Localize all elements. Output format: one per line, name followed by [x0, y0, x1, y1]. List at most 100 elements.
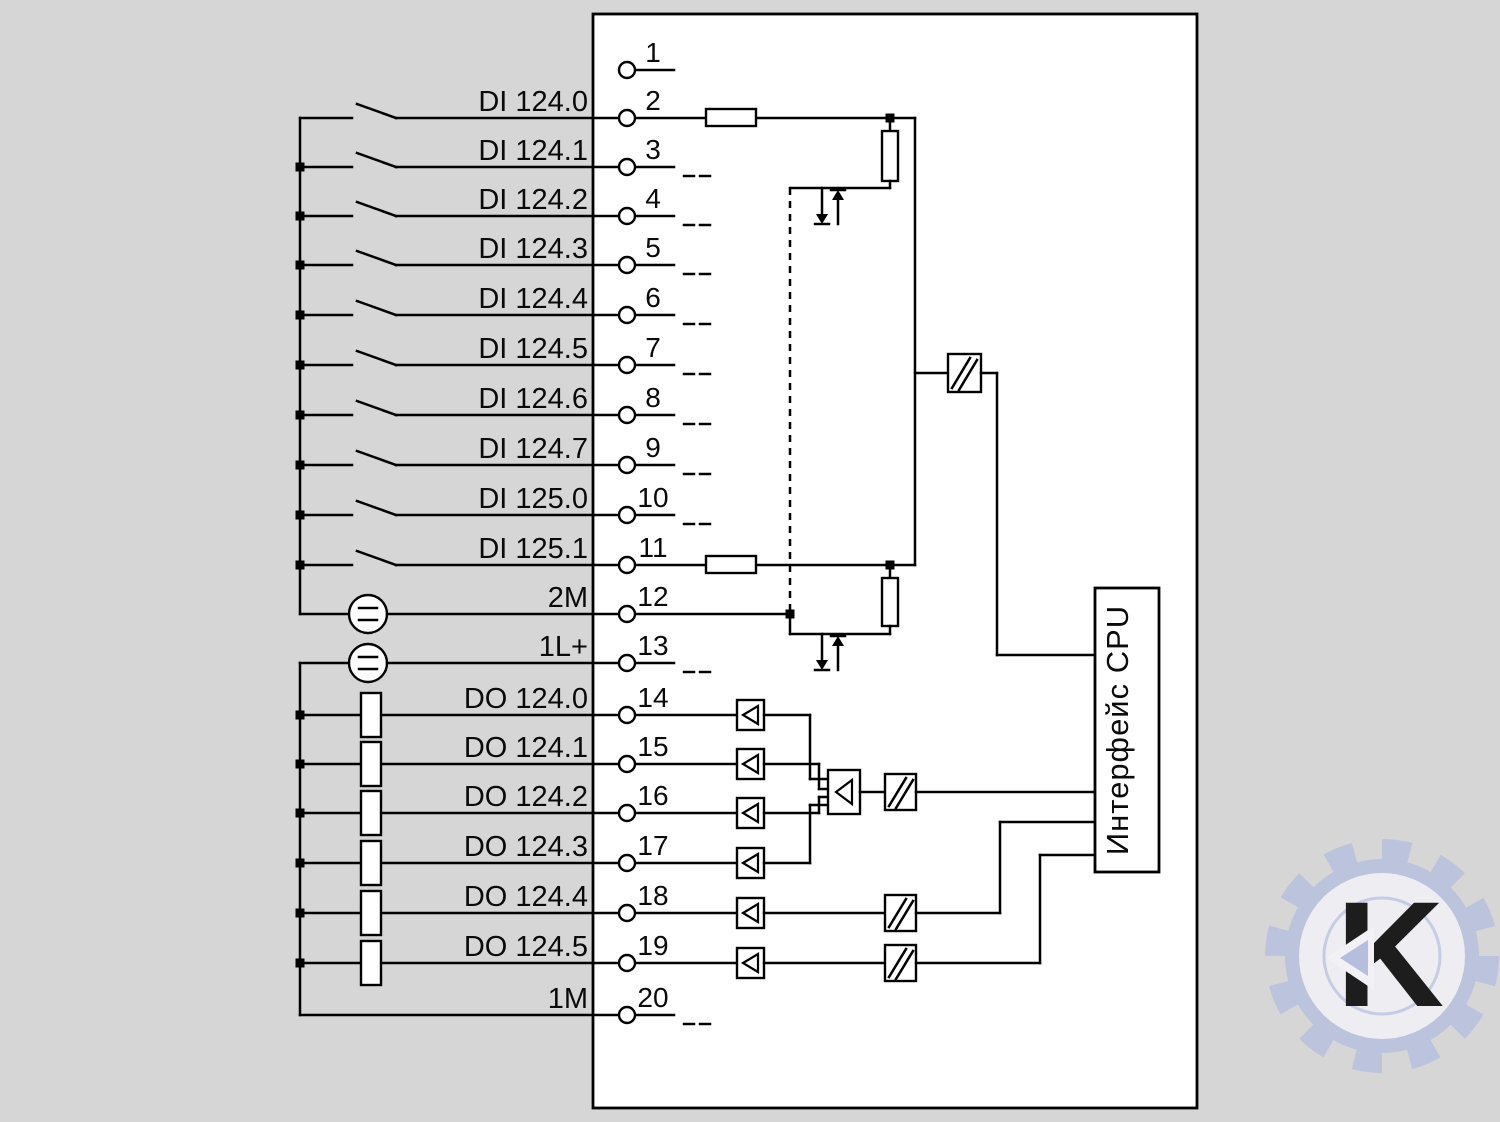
terminal-circle: [617, 255, 637, 275]
pin-label: DI 124.0: [478, 86, 588, 118]
pin-label: DO 124.5: [464, 931, 588, 963]
load-icon: [359, 939, 383, 987]
terminal-circle: [617, 604, 637, 624]
watermark-arrowhead-icon: [1340, 940, 1368, 976]
terminal-row-6: 6 DI 124.4: [298, 282, 712, 326]
terminal-number: 8: [645, 382, 661, 413]
driver-triangle-icon: [740, 902, 760, 924]
terminal-number: 4: [645, 183, 661, 214]
cpu-interface-label: Интерфейс CPU: [1100, 605, 1135, 855]
terminal-circle: [617, 157, 637, 177]
switch-contact-icon: [355, 549, 398, 567]
terminal-circle: [617, 853, 637, 873]
terminal-number: 14: [637, 682, 668, 713]
pin-label: DI 124.4: [478, 283, 588, 315]
terminal-row-19: 19 DO 124.5: [298, 853, 1097, 987]
terminal-number: 9: [645, 432, 661, 463]
output-group-driver-icon: [826, 768, 862, 816]
switch-contact-icon: [355, 151, 398, 169]
pin-label: DO 124.3: [464, 831, 588, 863]
terminal-row-11: 11 DI 125.1: [298, 532, 917, 575]
terminal-circle: [617, 355, 637, 375]
terminal-row-13: 13 1L+: [298, 630, 712, 684]
terminal-number: 1: [645, 37, 661, 68]
terminal-number: 13: [637, 630, 668, 661]
driver-triangle-icon: [740, 802, 760, 824]
terminal-row-8: 8 DI 124.6: [298, 382, 712, 426]
input-circuit-internals: [785, 113, 1097, 672]
terminal-number: 11: [638, 532, 667, 563]
pin-label: DI 124.6: [478, 383, 588, 415]
isolation-stripe: [894, 899, 915, 931]
terminal-number: 12: [637, 581, 668, 612]
terminal-number: 10: [637, 482, 668, 513]
terminal-number: 7: [645, 332, 661, 363]
watermark-logo: K: [1265, 839, 1499, 1073]
terminal-number: 19: [637, 930, 668, 961]
terminal-circle: [617, 206, 637, 226]
driver-triangle-icon: [834, 777, 854, 807]
terminal-circle: [617, 305, 637, 325]
terminal-number: 6: [645, 282, 661, 313]
pin-label: DI 124.7: [478, 433, 588, 465]
input-resistor: [704, 554, 758, 575]
terminal-number: 5: [645, 232, 661, 263]
isolation-stripe: [957, 358, 979, 392]
terminal-circle: [617, 754, 637, 774]
led-indicator-pair: [813, 632, 847, 672]
switch-contact-icon: [355, 499, 398, 517]
isolation-stripe: [894, 778, 915, 810]
dc-source-icon: [347, 593, 389, 635]
terminal-row-5: 5 DI 124.3: [298, 232, 712, 276]
terminal-row-18: 18 DO 124.4: [298, 820, 1097, 937]
load-icon: [359, 740, 383, 788]
load-icon: [359, 889, 383, 937]
diode-arrow-up-icon: [832, 190, 844, 200]
terminal-circle: [617, 60, 637, 80]
dc-source-icon: [347, 642, 389, 684]
pin-label: DI 125.0: [478, 483, 588, 515]
junction-dot: [785, 609, 795, 619]
isolation-stripe: [887, 897, 908, 929]
driver-triangle-icon: [740, 952, 760, 974]
pin-label: DO 124.0: [464, 683, 588, 715]
terminal-circle: [617, 455, 637, 475]
led-indicator-pair: [813, 186, 847, 226]
terminal-row-1: 1: [617, 37, 676, 80]
terminal-number: 17: [637, 830, 668, 861]
load-icon: [359, 839, 383, 887]
driver-triangle-icon: [740, 704, 760, 726]
junction-dot: [885, 560, 895, 570]
diode-arrow-down-icon: [816, 660, 828, 670]
terminal-row-14: 14 DO 124.0: [298, 682, 830, 781]
pin-label: 1L+: [539, 631, 588, 663]
isolation-stripe: [894, 949, 915, 981]
terminal-row-7: 7 DI 124.5: [298, 332, 712, 376]
gear-teeth-icon: [1265, 839, 1499, 1073]
terminal-number: 3: [645, 134, 661, 165]
pin-label: 1M: [548, 983, 588, 1015]
pin-label: DI 124.5: [478, 333, 588, 365]
isolation-stripe: [887, 947, 908, 979]
terminal-number: 2: [645, 85, 661, 116]
pin-label: DI 124.3: [478, 233, 588, 265]
terminal-row-9: 9 DI 124.7: [298, 432, 712, 476]
diode-arrow-up-icon: [832, 636, 844, 646]
switch-contact-icon: [355, 349, 398, 367]
terminal-row-20: 20 1M: [298, 982, 712, 1026]
diode-arrow-down-icon: [816, 214, 828, 224]
cpu-interface: Интерфейс CPU: [1093, 586, 1161, 874]
input-resistor: [704, 107, 758, 128]
gear-ring-icon: [1285, 859, 1479, 1053]
terminal-number: 18: [637, 880, 668, 911]
load-icon: [359, 789, 383, 837]
terminal-circle: [617, 505, 637, 525]
pin-label: DI 124.2: [478, 184, 588, 216]
switch-contact-icon: [355, 102, 398, 120]
terminal-row-2: 2 DI 124.0: [298, 85, 917, 128]
terminal-row-3: 3 DI 124.1: [298, 134, 712, 178]
terminal-circle: [617, 1005, 637, 1025]
gear-inner-ring-icon: [1322, 896, 1442, 1016]
